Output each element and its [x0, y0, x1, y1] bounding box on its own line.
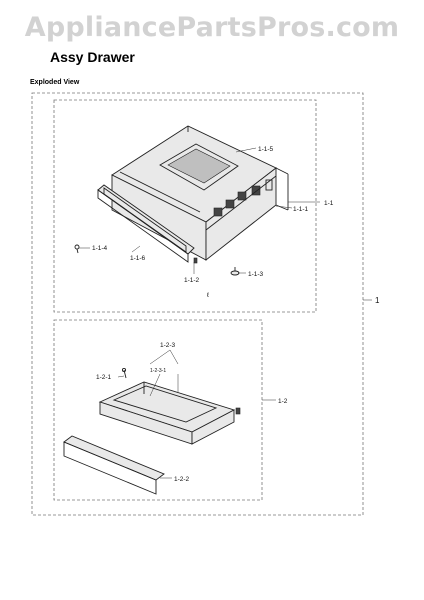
- callout-part-1-1-3: 1-1-3: [248, 271, 264, 278]
- drawer-housing-drawing: [111, 125, 289, 261]
- callout-bottom-assy: 1-2: [278, 398, 288, 405]
- screw-1-2-1: [121, 367, 127, 379]
- callout-part-1-1-1: 1-1-1: [293, 206, 309, 213]
- top-subassembly-boundary: [53, 99, 317, 313]
- callout-part-1-2-3: 1-2-3: [160, 342, 176, 349]
- watermark-logo: AppliancePartsPros.com: [24, 12, 400, 43]
- callout-part-1-1-6: 1-1-6: [130, 255, 146, 262]
- clip-1-1-2: [193, 257, 198, 264]
- callout-part-1-2-1: 1-2-1: [96, 374, 112, 381]
- callout-part-1-1-4: 1-1-4: [92, 245, 108, 252]
- foot-1-1-3: [230, 267, 240, 276]
- callout-part-1-2-3-1: 1-2-3-1: [150, 368, 166, 374]
- callout-part-1-1-5: 1-1-5: [258, 146, 274, 153]
- small-part-marker: ℓ: [207, 292, 210, 299]
- page-title: Assy Drawer: [50, 49, 135, 65]
- callout-assembly: 1: [375, 296, 380, 305]
- svg-text:ℓ: ℓ: [207, 292, 210, 299]
- callout-part-1-2-2: 1-2-2: [174, 476, 190, 483]
- assembly-boundary: [31, 92, 364, 516]
- view-subtitle: Exploded View: [30, 79, 80, 86]
- callout-top-assy: 1-1: [324, 200, 334, 207]
- drawer-tray-drawing: [98, 381, 241, 445]
- callout-part-1-1-2: 1-1-2: [184, 277, 200, 284]
- drawer-front-cover-drawing: [63, 435, 165, 495]
- front-panel-drawing: [97, 184, 195, 263]
- leader-lines: [79, 147, 372, 479]
- bottom-subassembly-boundary: [53, 319, 263, 501]
- screw-1-1-4: [74, 244, 80, 254]
